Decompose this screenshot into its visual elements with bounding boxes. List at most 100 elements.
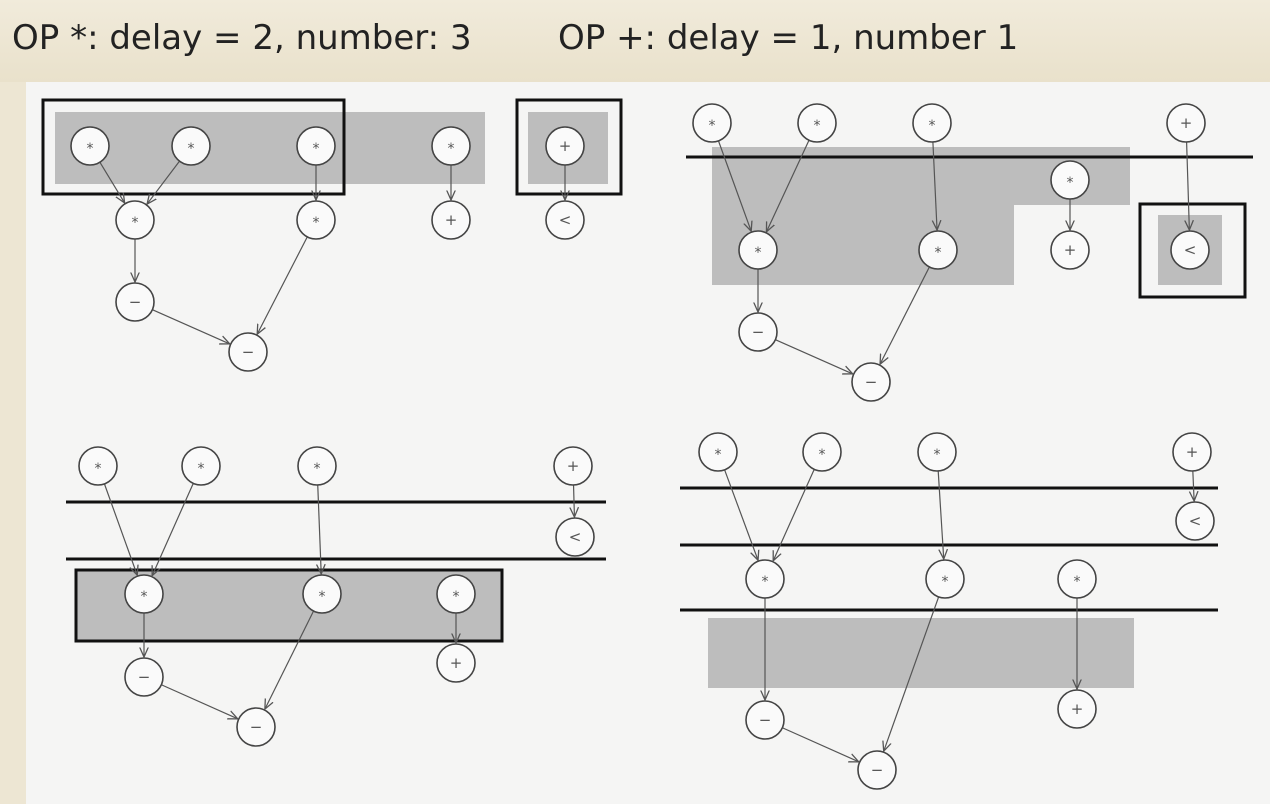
panel-3-node-c1: <: [555, 517, 595, 557]
panel-4-edge-a1-c1: [1193, 470, 1194, 501]
panel-4-edge-m1-m5: [724, 469, 758, 560]
panel-4-node-c1: <: [1175, 501, 1215, 541]
panel-4-edge-s1-s2: [782, 727, 858, 762]
panel-2-edge-m6-s2: [880, 266, 930, 364]
panel-1-node-m6-label: *: [313, 215, 320, 231]
panel-3-edge-m6-s2: [265, 610, 315, 709]
panel-4-node-a1: +: [1172, 432, 1212, 472]
mul-op-spec: OP *: delay = 2, number: 3: [12, 18, 472, 58]
panel-4-node-a2-label: +: [1071, 700, 1084, 718]
panel-2-node-m1-label: *: [709, 118, 716, 134]
panel-1-edge-m1-m5: [99, 161, 125, 203]
panel-3-node-m1: *: [78, 446, 118, 486]
panel-1-node-m6: *: [296, 200, 336, 240]
panel-1-node-m4-label: *: [448, 141, 455, 157]
panel-3-node-a1: +: [553, 446, 593, 486]
panel-1-node-s2: −: [228, 332, 268, 372]
panel-1-node-m2-label: *: [188, 141, 195, 157]
panel-1-node-m1-label: *: [87, 141, 94, 157]
panel-1-edge-s1-s2: [152, 309, 229, 344]
panel-4-node-m3: *: [917, 432, 957, 472]
panel-1-node-m2: *: [171, 126, 211, 166]
panel-4-node-s2-label: −: [871, 761, 884, 779]
panel-4-node-m1-label: *: [715, 447, 722, 463]
panel-2-node-a1: +: [1166, 103, 1206, 143]
panel-2-node-c1-label: <: [1184, 241, 1197, 259]
panel-3-node-m3: *: [297, 446, 337, 486]
panel-3-edge-a1-c1: [574, 484, 575, 517]
panel-1-node-m3: *: [296, 126, 336, 166]
panel-1-node-m5-label: *: [132, 215, 139, 231]
panel-2-edge-s1-s2: [775, 339, 852, 374]
panel-1-node-c1-label: <: [559, 211, 572, 229]
panel-3-node-m6-label: *: [319, 589, 326, 605]
panel-3-node-m3-label: *: [314, 461, 321, 477]
panel-2-node-m3: *: [912, 103, 952, 143]
panel-4-node-s1-label: −: [759, 711, 772, 729]
panel-4-node-m6: *: [925, 559, 965, 599]
panel-1-shade-1: [55, 112, 485, 184]
panel-4-node-m5: *: [745, 559, 785, 599]
shaded-regions: [55, 112, 1222, 688]
panel-4-node-m3-label: *: [934, 447, 941, 463]
panel-3-edge-m2-m5: [152, 483, 194, 575]
panel-2-node-m5-label: *: [755, 245, 762, 261]
panel-4-node-m6-label: *: [942, 574, 949, 590]
panel-3-frame-1: [74, 568, 504, 643]
panel-4-node-s2: −: [857, 750, 897, 790]
panel-3-node-m1-label: *: [95, 461, 102, 477]
resource-frames: [41, 98, 1247, 643]
panel-2-node-a1-label: +: [1180, 114, 1193, 132]
panel-4-node-c1-label: <: [1189, 512, 1202, 530]
diagram-panel: * * * * + * * + < − − * * * + * * * + < − − * * * + < * * * − + − * * * + < * *…: [26, 82, 1270, 804]
panel-3-node-m4-label: *: [453, 589, 460, 605]
panel-3-edge-m1-m5: [103, 483, 137, 575]
panel-2-node-c1: <: [1170, 230, 1210, 270]
panel-3-node-a2: +: [436, 643, 476, 683]
panel-1-node-c1: <: [545, 200, 585, 240]
panel-2-node-s2: −: [851, 362, 891, 402]
panel-3-node-m6: *: [302, 574, 342, 614]
panel-2-node-s2-label: −: [865, 373, 878, 391]
panel-4-node-m1: *: [698, 432, 738, 472]
panel-2-node-m4: *: [1050, 160, 1090, 200]
panel-1-node-s2-label: −: [242, 343, 255, 361]
panel-4-edge-m2-m5: [773, 469, 815, 560]
panel-3-node-m5: *: [124, 574, 164, 614]
panel-4-node-m5-label: *: [762, 574, 769, 590]
dependency-edges: [99, 139, 1194, 762]
panel-4-node-a1-label: +: [1186, 443, 1199, 461]
panel-2-edge-m1-m5: [717, 140, 751, 231]
panel-3-node-s2: −: [236, 707, 276, 747]
panel-2-node-m3-label: *: [929, 118, 936, 134]
step-lines: [66, 155, 1253, 612]
panel-4-node-m4-label: *: [1074, 574, 1081, 590]
panel-1-node-a1: +: [545, 126, 585, 166]
panel-3-edge-s1-s2: [161, 684, 237, 719]
panel-1-node-a2: +: [431, 200, 471, 240]
panel-1-node-a2-label: +: [445, 211, 458, 229]
panel-3-node-m5-label: *: [141, 589, 148, 605]
add-op-spec: OP +: delay = 1, number 1: [558, 18, 1019, 58]
panel-3-node-s1-label: −: [138, 668, 151, 686]
panel-3-node-m4: *: [436, 574, 476, 614]
panel-3-node-m2: *: [181, 446, 221, 486]
panel-2-node-m6: *: [918, 230, 958, 270]
panel-1-node-m5: *: [115, 200, 155, 240]
panel-4-node-m2: *: [802, 432, 842, 472]
panel-2-edge-a1-c1: [1187, 141, 1190, 230]
panel-2-edge-m3-m6: [933, 141, 937, 230]
panel-2-node-s1-label: −: [752, 323, 765, 341]
panel-3-node-c1-label: <: [569, 528, 582, 546]
panel-1-frame-1: [41, 98, 346, 196]
panel-2-node-m1: *: [692, 103, 732, 143]
panel-2-node-m4-label: *: [1067, 175, 1074, 191]
panel-2-node-m6-label: *: [935, 245, 942, 261]
panel-3-node-s2-label: −: [250, 718, 263, 736]
scheduling-diagram: * * * * + * * + < − − * * * + * * * + < − − * * * + < * * * − + − * * * + < * *…: [41, 98, 1253, 790]
panel-2-frame-1: [1138, 202, 1247, 299]
panel-2-edge-m2-m5: [766, 139, 810, 232]
panel-4-shade-1: [708, 618, 1134, 688]
panel-2-node-m5: *: [738, 230, 778, 270]
operation-nodes: * * * * + * * + < − − * * * + * * * + < − − * * * + < * * * − + − * * * + < * *…: [70, 103, 1215, 790]
